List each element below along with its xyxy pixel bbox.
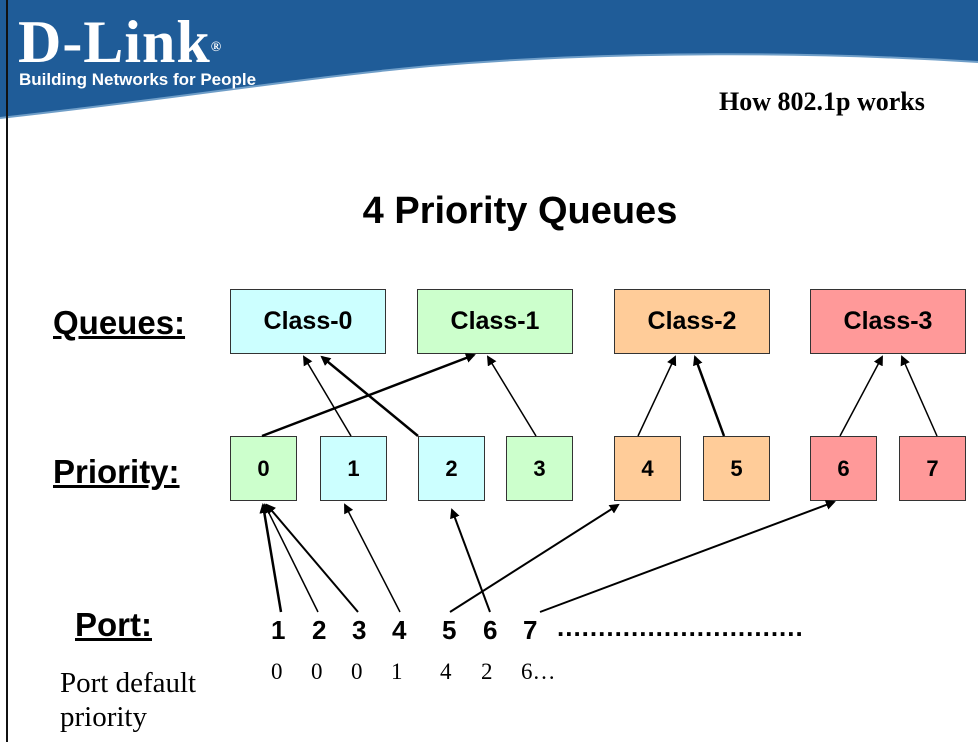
port-number-7: 7 (523, 615, 538, 645)
logo-text: D-Link (18, 9, 211, 75)
queue-class-0: Class-0 (230, 289, 386, 354)
port-number-1: 1 (271, 615, 286, 645)
frame-border (6, 0, 8, 742)
arrow-priority-4-to-class-2 (637, 355, 677, 437)
priority-box-2: 2 (418, 436, 485, 501)
priority-box-7: 7 (899, 436, 966, 501)
default-priority-port-4: 1 (391, 659, 403, 684)
priority-box-4: 4 (614, 436, 681, 501)
port-number-2: 2 (312, 615, 327, 645)
diagram-heading: 4 Priority Queues (362, 190, 678, 232)
arrow-port-7-to-priority-6 (539, 500, 836, 613)
arrow-priority-2-to-class-0 (320, 355, 419, 437)
default-priority-port-2: 0 (311, 659, 323, 684)
port-number-4: 4 (392, 615, 407, 645)
arrow-port-2-to-priority-0 (264, 503, 319, 613)
priority-box-5: 5 (703, 436, 770, 501)
slide-title: How 802.1p works (719, 87, 925, 116)
arrow-priority-6-to-class-3 (839, 355, 883, 437)
arrow-port-5-to-priority-4 (449, 503, 620, 613)
port-number-3: 3 (352, 615, 367, 645)
arrow-priority-1-to-class-0 (302, 355, 352, 437)
arrow-port-3-to-priority-0 (265, 503, 359, 613)
arrow-port-1-to-priority-0 (259, 503, 283, 613)
arrow-priority-5-to-class-2 (693, 355, 726, 437)
arrow-priority-7-to-class-3 (900, 355, 938, 437)
priority-box-1: 1 (320, 436, 387, 501)
registered-mark: ® (210, 40, 223, 55)
queue-class-2: Class-2 (614, 289, 770, 354)
arrow-port-4-to-priority-1 (344, 503, 401, 613)
priority-label: Priority: (53, 453, 180, 490)
port-label: Port: (75, 606, 152, 643)
priority-box-0: 0 (230, 436, 297, 501)
priority-box-3: 3 (506, 436, 573, 501)
brand-tagline: Building Networks for People (19, 70, 257, 89)
queue-class-3: Class-3 (810, 289, 966, 354)
default-priority-port-7: 6… (521, 659, 556, 684)
brand-banner (0, 0, 978, 119)
default-priority-port-6: 2 (481, 659, 493, 684)
default-priority-port-5: 4 (440, 659, 452, 684)
port-number-6: 6 (483, 615, 498, 645)
queues-label: Queues: (53, 304, 186, 341)
default-priority-port-3: 0 (351, 659, 363, 684)
more-ports-ellipsis: .............................. (557, 612, 804, 642)
arrow-priority-3-to-class-1 (486, 355, 537, 437)
port-number-5: 5 (442, 615, 457, 645)
dlink-logo: D-Link® (18, 12, 222, 72)
priority-box-6: 6 (810, 436, 877, 501)
port-default-priority-label: Port default priority (60, 667, 197, 733)
arrow-port-6-to-priority-2 (450, 508, 491, 613)
queue-class-1: Class-1 (417, 289, 573, 354)
default-priority-port-1: 0 (271, 659, 283, 684)
